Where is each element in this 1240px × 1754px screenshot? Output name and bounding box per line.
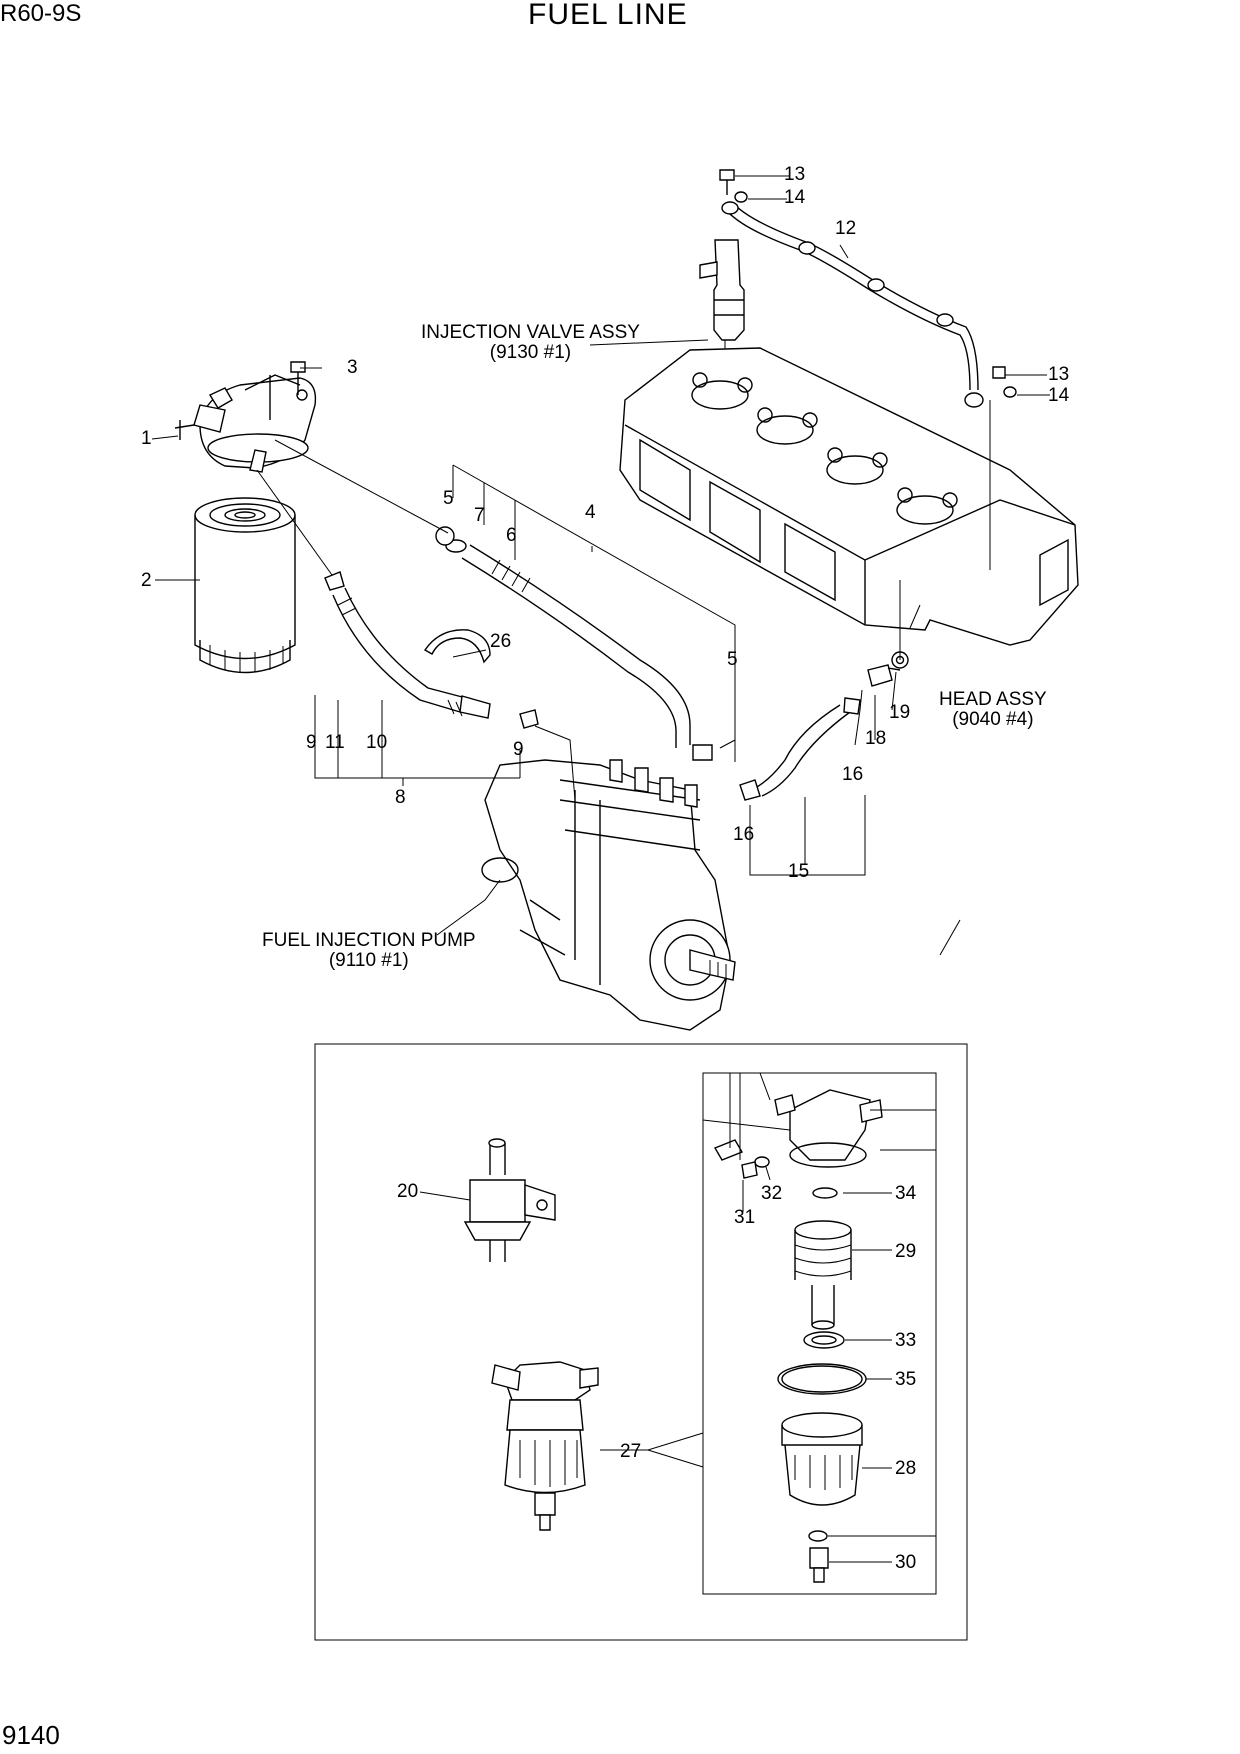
injection-valve-ref: (9130 #1) [489, 341, 572, 363]
washer-14-top [734, 191, 748, 203]
callout-35: 35 [895, 1369, 917, 1390]
callout-16-right: 16 [842, 764, 864, 785]
callout-8: 8 [395, 787, 406, 808]
callout-28: 28 [895, 1458, 917, 1479]
callout-14-right: 14 [1048, 385, 1070, 406]
callout-10: 10 [366, 732, 388, 753]
head-assy-note: HEAD ASSY (9040 #4) [939, 690, 1047, 730]
fuel-hose-8 [332, 587, 491, 719]
filter-head-exploded [774, 1089, 883, 1168]
callout-14-top: 14 [784, 187, 806, 208]
callout-11: 11 [325, 732, 345, 753]
head-assy-name: HEAD ASSY [939, 689, 1047, 710]
fuel-pump-20 [463, 1138, 556, 1262]
page-number: 9140 [2, 1720, 60, 1750]
fuel-pump-ref: (9110 #1) [328, 949, 409, 971]
callout-13-top: 13 [784, 164, 806, 185]
return-hose-15 [739, 697, 861, 801]
model-code: R60-9S [0, 0, 82, 27]
head-assy-ref: (9040 #4) [952, 708, 1034, 730]
callout-2: 2 [141, 570, 152, 591]
screw-31 [741, 1161, 758, 1179]
callout-1: 1 [141, 428, 152, 449]
injection-valve-note: INJECTION VALVE ASSY (9130 #1) [421, 323, 640, 363]
callout-16-left: 16 [733, 824, 755, 845]
fuel-filter-cartridge [194, 497, 296, 674]
callout-7: 7 [474, 505, 485, 526]
drain-plug-30 [809, 1547, 829, 1583]
callout-3: 3 [347, 357, 358, 378]
callout-6: 6 [506, 525, 517, 546]
callout-31: 31 [734, 1207, 756, 1228]
injection-valve-name: INJECTION VALVE ASSY [421, 322, 640, 343]
callout-15: 15 [788, 861, 810, 882]
callout-12: 12 [835, 218, 857, 239]
callout-32: 32 [761, 1183, 783, 1204]
washer-drain [808, 1530, 828, 1542]
leak-off-pipe-12 [721, 201, 984, 408]
callout-18: 18 [865, 728, 887, 749]
fuel-filter-head [174, 374, 317, 473]
callout-34: 34 [895, 1183, 917, 1204]
air-vent-screw [713, 1139, 744, 1161]
clamp-9-top [324, 571, 345, 591]
bolt-3 [290, 361, 306, 395]
fuel-pump-note: FUEL INJECTION PUMP (9110 #1) [262, 931, 476, 971]
callout-27: 27 [620, 1441, 642, 1462]
fuel-injection-pump [481, 759, 736, 1031]
callout-29: 29 [895, 1241, 917, 1262]
callout-5-top: 5 [443, 488, 454, 509]
callout-5-right: 5 [727, 649, 738, 670]
cylinder-head [619, 347, 1079, 660]
inset-frame [314, 1043, 968, 1641]
fuel-filter-27 [491, 1361, 599, 1531]
banjo-bolt-18 [867, 664, 901, 687]
clamp-5-bottom [692, 744, 713, 761]
callout-19: 19 [889, 702, 911, 723]
filter-bowl-28 [781, 1412, 863, 1506]
leader-lines [151, 175, 1050, 1563]
washer-32 [754, 1156, 770, 1168]
callout-4: 4 [585, 502, 596, 523]
o-ring-35 [777, 1363, 867, 1395]
callout-13-right: 13 [1048, 364, 1070, 385]
bolt-13-top [719, 169, 735, 195]
callout-26: 26 [490, 631, 512, 652]
fuel-pump-name: FUEL INJECTION PUMP [262, 930, 476, 951]
clamp-5-top [435, 526, 455, 546]
clamp-26 [423, 629, 491, 664]
callout-20: 20 [397, 1181, 419, 1202]
spring-element-29 [794, 1220, 852, 1330]
o-ring-34 [812, 1187, 838, 1199]
washer-14-right [1003, 386, 1017, 398]
callout-9-left: 9 [306, 732, 317, 753]
inset-exploded-frame [702, 1072, 937, 1595]
bolt-13-right [992, 366, 1006, 379]
callout-9-right: 9 [513, 739, 524, 760]
injection-valve [699, 239, 745, 360]
clamp-9 [519, 709, 539, 729]
callout-33: 33 [895, 1330, 917, 1351]
callout-30: 30 [895, 1552, 917, 1573]
page-title: FUEL LINE [528, 0, 688, 31]
ring-33 [803, 1331, 845, 1349]
